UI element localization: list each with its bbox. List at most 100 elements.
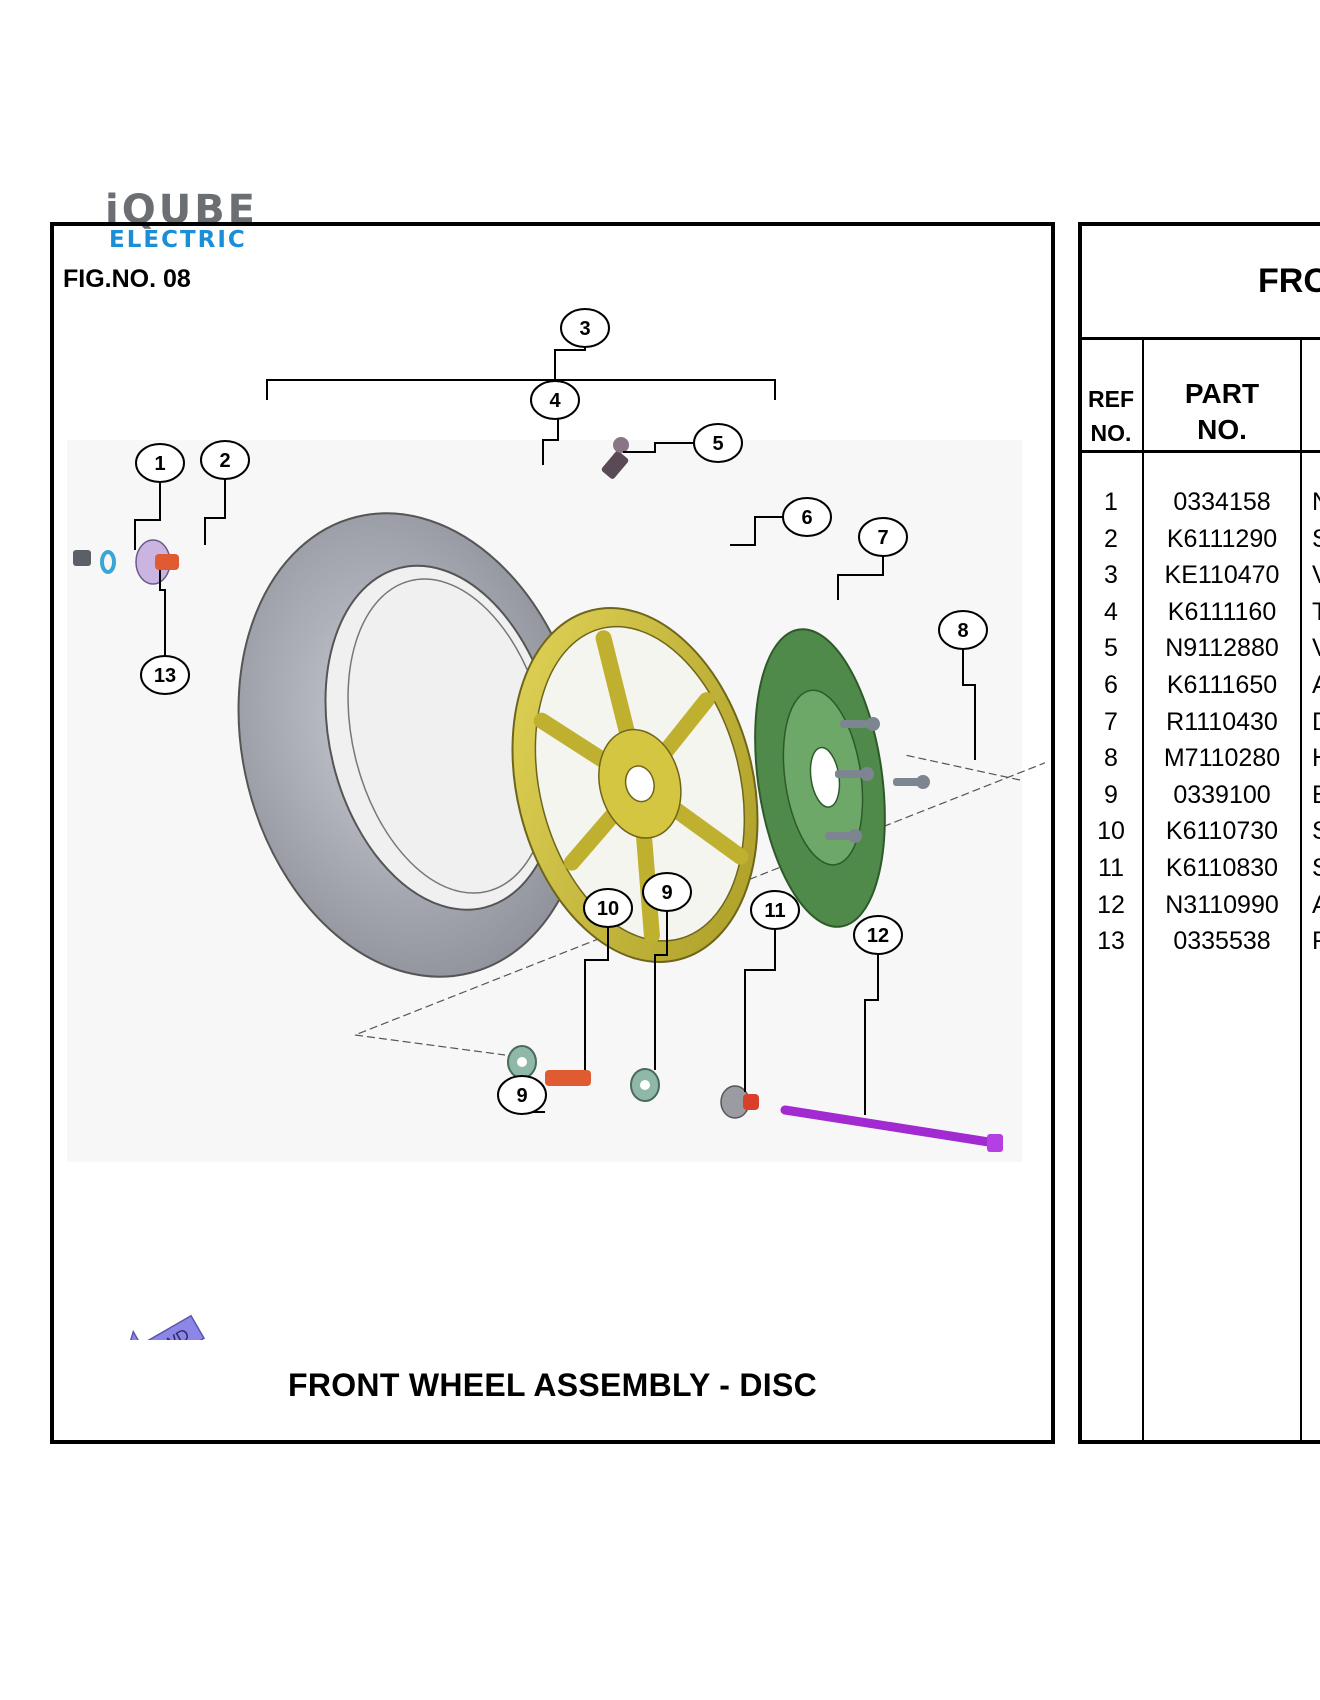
- callout-bubbles: [135, 308, 988, 1115]
- part-number-cell: R1110430: [1166, 707, 1278, 736]
- callout-number: 13: [154, 665, 176, 687]
- figure-frame: [50, 222, 1055, 1444]
- washer-part: [100, 550, 116, 574]
- description-cell: S: [1312, 817, 1320, 846]
- part-number-cell: 0334158: [1173, 488, 1271, 516]
- callout-bubble: [530, 380, 580, 420]
- tyre-part: [237, 512, 589, 978]
- ref-cell: 12: [1097, 890, 1125, 919]
- description-cell: V: [1312, 634, 1320, 663]
- callout-bubble: [693, 423, 743, 463]
- part-number-cell: K6111650: [1166, 671, 1278, 699]
- table-row: 12 N3110990 A: [1080, 891, 1320, 927]
- table-row: 6 K6111650 A: [1080, 671, 1320, 707]
- part-number-cell: K6110830: [1165, 854, 1279, 882]
- description-cell: H: [1312, 744, 1320, 773]
- description-cell: N: [1312, 488, 1320, 517]
- col-header-part-no: PART NO.: [1184, 378, 1260, 445]
- figure-number: FIG.NO. 08: [63, 265, 191, 293]
- part-number-cell: 0335538: [1173, 927, 1271, 956]
- callout-bubble: [560, 308, 610, 348]
- table-row: 4 K6111160 T: [1080, 598, 1320, 634]
- ref-cell: 7: [1104, 707, 1118, 736]
- callout-bubble: [583, 888, 633, 928]
- spacer-left-part: [135, 539, 179, 585]
- ref-cell: 10: [1097, 817, 1125, 846]
- description-cell: A: [1312, 671, 1320, 700]
- callout-number: 11: [764, 900, 785, 922]
- ref-cell: 3: [1104, 561, 1118, 590]
- table-heading: FRO: [1258, 262, 1320, 300]
- rim-part: [511, 607, 759, 963]
- table-row: 1 0334158 N: [1080, 488, 1320, 524]
- part-number-cell: N3110990: [1165, 890, 1279, 919]
- valve-part: [601, 437, 629, 479]
- callout-number: 7: [877, 527, 888, 549]
- ref-cell: 5: [1104, 634, 1118, 663]
- callout-bubble: [782, 497, 832, 537]
- description-cell: B: [1312, 781, 1320, 810]
- callout-number: 1: [154, 453, 165, 475]
- brand-logo: iQUBE ELECTRIC: [105, 190, 325, 253]
- table-row: 2 K6111290 S: [1080, 525, 1320, 561]
- fwd-arrow-icon: FWD: [120, 1314, 206, 1340]
- ref-cell: 6: [1104, 671, 1118, 699]
- description-cell: V: [1312, 561, 1320, 590]
- part-number-cell: K6111160: [1167, 597, 1277, 626]
- logo-subtitle: ELECTRIC: [109, 227, 247, 253]
- assembly-bracket: [266, 379, 776, 400]
- brake-disc-part: [754, 628, 886, 928]
- exploded-diagram: FWD 3 4 5 6: [67, 308, 1045, 1340]
- column-divider: [1142, 338, 1144, 1444]
- description-cell: D: [1312, 708, 1320, 737]
- callout-number: 12: [867, 925, 889, 947]
- part-number-cell: N9112880: [1165, 634, 1279, 663]
- part-number-cell: KE110470: [1164, 561, 1280, 590]
- alignment-line: [904, 754, 1021, 781]
- callout-bubble: [497, 1075, 547, 1115]
- bearing-part: [507, 1045, 537, 1079]
- ref-cell: 4: [1104, 597, 1118, 626]
- callout-bubble: [750, 890, 800, 930]
- callout-number: 3: [579, 318, 590, 340]
- bolt-part: [825, 717, 930, 843]
- ref-cell: 2: [1104, 524, 1118, 553]
- ref-cell: 1: [1104, 488, 1118, 516]
- ref-cell: 8: [1104, 744, 1118, 773]
- ref-cell: 13: [1097, 927, 1125, 956]
- description-cell: T: [1312, 597, 1320, 626]
- nut-part: [73, 550, 91, 566]
- table-divider: [1078, 337, 1320, 340]
- table-divider: [1078, 450, 1320, 453]
- table-row: 10 K6110730 S: [1080, 817, 1320, 853]
- table-row: 8 M7110280 H: [1080, 744, 1320, 780]
- table-row: 11K6110830S: [1080, 854, 1320, 890]
- part-number-cell: 0339100: [1173, 780, 1271, 809]
- description-cell: F: [1312, 927, 1320, 956]
- table-row: 3 KE110470 V: [1080, 561, 1320, 597]
- callout-number: 5: [712, 433, 723, 455]
- table-row: 5 N9112880 V: [1080, 634, 1320, 670]
- callout-bubble: [853, 915, 903, 955]
- axle-part: [780, 1105, 1003, 1152]
- column-divider: [1300, 338, 1302, 1444]
- parts-table-frame: [1078, 222, 1320, 1444]
- dust-seal-part: [720, 1085, 759, 1119]
- callout-number: 2: [219, 450, 230, 472]
- description-cell: A: [1312, 891, 1320, 920]
- callout-bubble: [938, 610, 988, 650]
- callout-number: 9: [661, 882, 672, 904]
- callout-number: 9: [516, 1085, 527, 1107]
- callout-number: 4: [549, 390, 561, 412]
- part-number-cell: K6111290: [1166, 524, 1278, 553]
- callout-number: 10: [597, 898, 619, 920]
- part-number-cell: K6110730: [1165, 817, 1279, 846]
- callout-bubble: [135, 443, 185, 483]
- description-cell: S: [1312, 525, 1320, 554]
- table-row: 13 0335538 F: [1080, 927, 1320, 963]
- col-header-ref: REF NO.: [1088, 386, 1134, 446]
- figure-title: FRONT WHEEL ASSEMBLY - DISC: [287, 1367, 818, 1403]
- part-number-cell: M7110280: [1163, 744, 1281, 773]
- callout-bubble: [858, 517, 908, 557]
- callout-bubble: [200, 440, 250, 480]
